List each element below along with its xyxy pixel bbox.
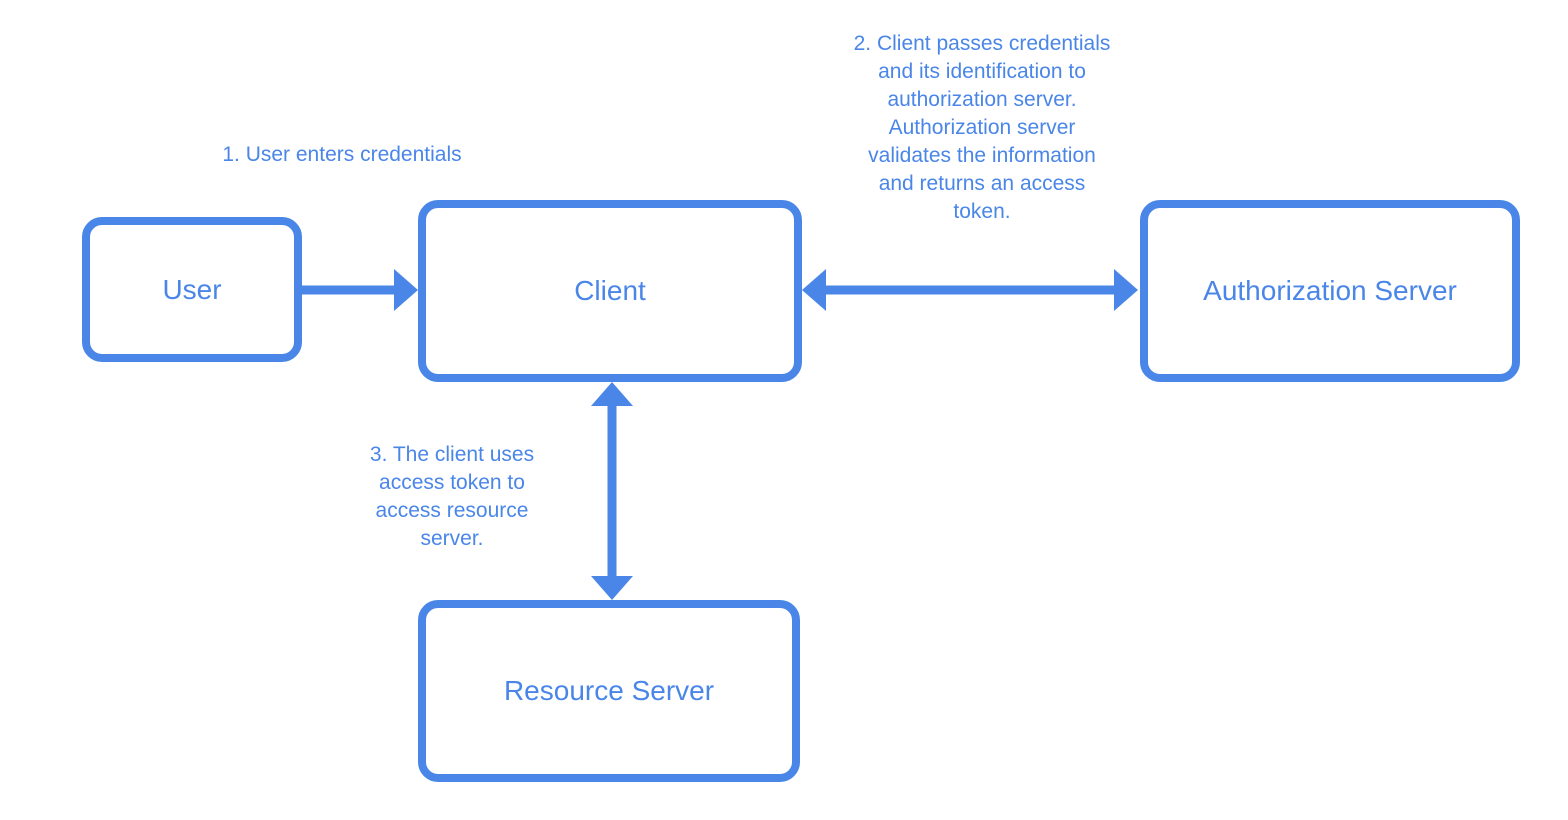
annotation-step-3: 3. The client uses access token to acces… xyxy=(369,443,535,550)
annotation-step-2: 2. Client passes credentials and its ide… xyxy=(853,32,1111,223)
node-resource-server: Resource Server xyxy=(418,600,800,782)
arrow-client-resource-server xyxy=(591,382,633,600)
node-client-label: Client xyxy=(574,275,646,307)
annotation-step-1: 1. User enters credentials xyxy=(222,143,462,166)
node-authorization-server-label: Authorization Server xyxy=(1203,275,1457,307)
node-authorization-server: Authorization Server xyxy=(1140,200,1520,382)
node-client: Client xyxy=(418,200,802,382)
node-resource-server-label: Resource Server xyxy=(503,675,715,707)
node-user: User xyxy=(82,217,302,362)
node-user-label: User xyxy=(162,273,222,305)
arrow-client-auth-server xyxy=(802,269,1138,311)
arrow-user-to-client xyxy=(300,269,418,311)
